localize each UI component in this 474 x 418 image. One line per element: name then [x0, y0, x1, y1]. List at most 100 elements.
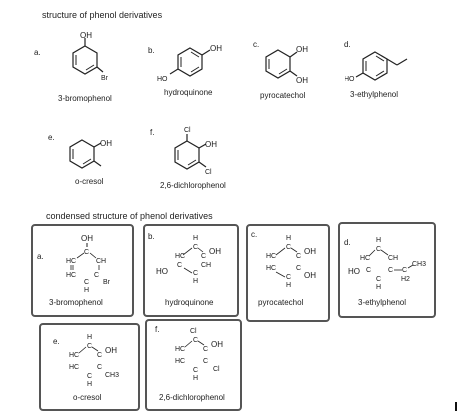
svg-text:C: C — [193, 337, 198, 344]
condensed-name-3-ethylphenol: 3-ethylphenol — [358, 298, 407, 307]
label-c: c. — [253, 40, 260, 49]
svg-text:C: C — [97, 352, 102, 359]
svg-text:C: C — [193, 367, 198, 374]
svg-text:HC: HC — [175, 253, 185, 260]
svg-text:H: H — [87, 381, 92, 388]
label-a: a. — [34, 48, 41, 57]
svg-text:C: C — [203, 358, 208, 365]
svg-text:H: H — [376, 237, 381, 244]
svg-text:OH: OH — [296, 76, 308, 85]
svg-text:OH: OH — [209, 247, 221, 256]
svg-text:CH: CH — [96, 258, 106, 265]
svg-text:CH: CH — [201, 262, 211, 269]
svg-text:H: H — [193, 235, 198, 242]
label-b: b. — [148, 46, 155, 55]
svg-text:C: C — [376, 276, 381, 283]
svg-text:H: H — [193, 278, 198, 285]
condensed-structure-2-6-dichlorophenol: Cl C HC C OH HC C Cl C H — [175, 328, 223, 382]
svg-text:HC: HC — [66, 258, 76, 265]
svg-text:HO: HO — [345, 76, 355, 83]
condensed-box-3-bromophenol: a. OH C HC CH HC C C H Br 3-bromophenol — [31, 224, 134, 317]
svg-text:OH: OH — [205, 140, 217, 149]
svg-text:Cl: Cl — [190, 328, 197, 335]
svg-text:HO: HO — [157, 76, 168, 83]
svg-text:C: C — [286, 244, 291, 251]
name-o-cresol: o-cresol — [75, 177, 104, 186]
svg-text:HC: HC — [266, 265, 276, 272]
name-pyrocatechol: pyrocatechol — [260, 91, 306, 100]
svg-text:C: C — [94, 272, 99, 279]
condensed-structure-3-bromophenol: OH C HC CH HC C C H Br — [66, 234, 111, 294]
svg-text:C: C — [203, 346, 208, 353]
svg-text:C: C — [296, 265, 301, 272]
bottom-section-heading: condensed structure of phenol derivative… — [46, 211, 213, 221]
svg-text:CH3: CH3 — [412, 261, 426, 268]
svg-text:C: C — [376, 246, 381, 253]
svg-text:HC: HC — [69, 364, 79, 371]
svg-text:OH: OH — [304, 271, 316, 280]
svg-text:C: C — [388, 267, 393, 274]
svg-text:HC: HC — [66, 272, 76, 279]
condensed-label-e: e. — [53, 337, 60, 346]
svg-text:OH: OH — [210, 44, 222, 53]
svg-text:H: H — [87, 334, 92, 341]
svg-text:HC: HC — [69, 352, 79, 359]
svg-text:OH: OH — [100, 139, 112, 148]
svg-text:C: C — [84, 249, 89, 256]
condensed-structure-o-cresol: H C HC C OH HC C CH3 C H — [69, 334, 119, 388]
condensed-box-o-cresol: e. H C HC C OH HC C CH3 C H o-cresol — [39, 323, 140, 411]
svg-text:OH: OH — [211, 340, 223, 349]
svg-text:C: C — [286, 274, 291, 281]
svg-text:C: C — [87, 373, 92, 380]
condensed-box-hydroquinone: b. H C HC C OH C CH HO C H hydroquinone — [143, 224, 239, 317]
svg-text:HO: HO — [156, 267, 168, 276]
condensed-structure-3-ethylphenol: H C HC CH HO C C C CH3 C H H2 — [348, 237, 426, 290]
svg-text:HC: HC — [360, 255, 370, 262]
svg-text:Cl: Cl — [213, 366, 220, 373]
condensed-label-d: d. — [344, 238, 351, 247]
svg-text:OH: OH — [80, 31, 92, 40]
svg-text:HC: HC — [175, 358, 185, 365]
svg-text:OH: OH — [296, 45, 308, 54]
svg-text:Br: Br — [101, 75, 109, 82]
label-d: d. — [344, 40, 351, 49]
svg-text:C: C — [201, 253, 206, 260]
svg-text:OH: OH — [105, 346, 117, 355]
svg-text:Cl: Cl — [184, 127, 191, 134]
svg-text:OH: OH — [81, 234, 93, 243]
svg-text:C: C — [402, 267, 407, 274]
structure-3-bromophenol: OH Br — [72, 31, 109, 82]
name-3-ethylphenol: 3-ethylphenol — [350, 90, 399, 99]
condensed-structure-pyrocatechol: H C HC C OH HC C OH C H — [266, 235, 316, 289]
text-cursor — [455, 402, 457, 411]
structure-o-cresol: OH — [69, 139, 112, 169]
label-e: e. — [48, 133, 55, 142]
structure-2-6-dichlorophenol: Cl OH Cl — [174, 127, 217, 176]
condensed-label-f: f. — [155, 325, 160, 334]
condensed-name-hydroquinone: hydroquinone — [165, 298, 214, 307]
condensed-name-2-6-dichlorophenol: 2,6-dichlorophenol — [159, 393, 225, 402]
structure-pyrocatechol: OH OH — [265, 45, 308, 85]
svg-text:C: C — [84, 279, 89, 286]
svg-text:H: H — [193, 375, 198, 382]
svg-text:H: H — [376, 284, 381, 290]
svg-text:CH3: CH3 — [105, 372, 119, 379]
svg-text:H: H — [286, 282, 291, 289]
condensed-name-o-cresol: o-cresol — [73, 393, 102, 402]
condensed-box-2-6-dichlorophenol: f. Cl C HC C OH HC C Cl C H 2,6-dichloro… — [145, 319, 242, 411]
svg-text:OH: OH — [304, 247, 316, 256]
top-section-heading: structure of phenol derivatives — [42, 10, 163, 20]
svg-text:Br: Br — [103, 279, 111, 286]
svg-text:C: C — [193, 270, 198, 277]
svg-text:CH: CH — [388, 255, 398, 262]
svg-text:C: C — [366, 267, 371, 274]
svg-text:Cl: Cl — [205, 169, 212, 176]
condensed-label-a: a. — [37, 252, 44, 261]
svg-text:H: H — [286, 235, 291, 242]
condensed-label-c: c. — [251, 230, 258, 239]
svg-text:HO: HO — [348, 267, 360, 276]
condensed-name-pyrocatechol: pyrocatechol — [258, 298, 304, 307]
condensed-name-3-bromophenol: 3-bromophenol — [49, 298, 103, 307]
svg-text:C: C — [97, 364, 102, 371]
structure-hydroquinone: OH HO — [157, 44, 222, 83]
